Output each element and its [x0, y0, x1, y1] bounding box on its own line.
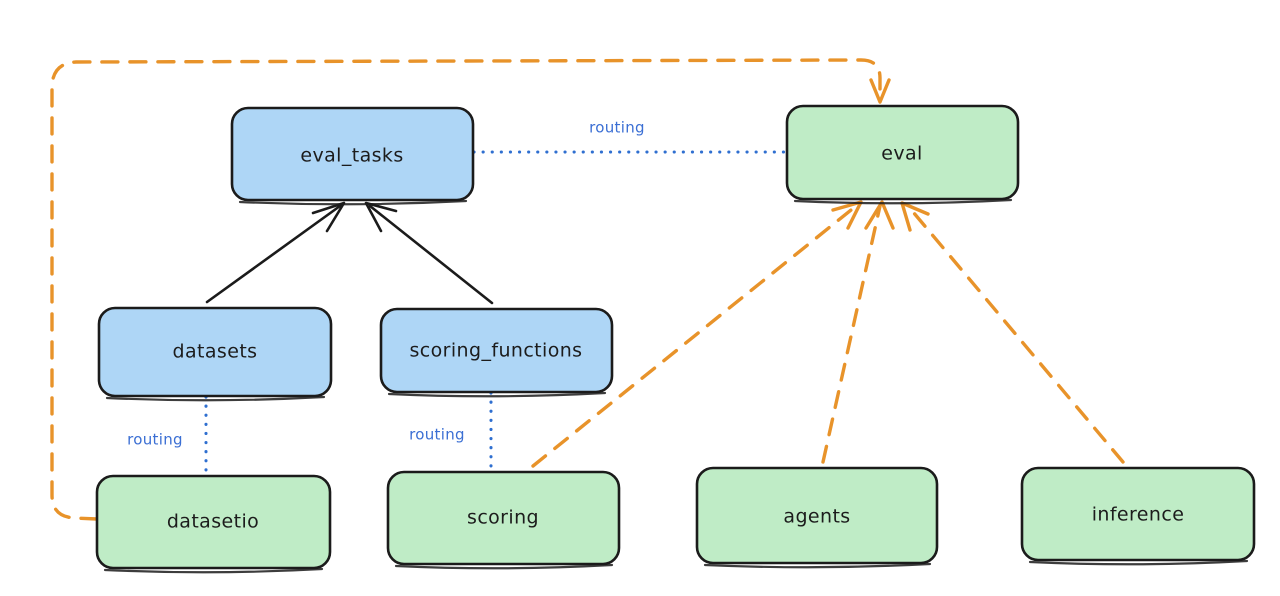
node-datasets[interactable]: datasets [97, 306, 333, 402]
node-datasetio[interactable]: datasetio [95, 474, 332, 574]
edge-eval-tasks-eval: routing [472, 119, 788, 154]
edge-datasets-eval-tasks [205, 201, 346, 304]
node-label-datasets: datasets [173, 341, 258, 363]
edge-inference-eval [900, 201, 1125, 464]
node-eval[interactable]: eval [785, 104, 1020, 205]
node-inference[interactable]: inference [1020, 466, 1256, 566]
node-label-scoring_functions: scoring_functions [410, 340, 583, 362]
node-label-inference: inference [1092, 504, 1185, 526]
node-label-eval_tasks: eval_tasks [300, 145, 403, 167]
node-label-eval: eval [881, 143, 922, 165]
edge-label-routing-eval: routing [589, 119, 645, 137]
node-scoring_functions[interactable]: scoring_functions [379, 307, 614, 398]
edge-label-routing-datasetio: routing [127, 431, 183, 449]
edge-datasetio-eval [50, 58, 891, 521]
edge-label-routing-scoring: routing [409, 426, 465, 444]
node-label-datasetio: datasetio [167, 511, 259, 533]
edge-scoring-functions-eval-tasks [364, 201, 494, 305]
node-label-scoring: scoring [467, 507, 539, 529]
node-scoring[interactable]: scoring [386, 470, 621, 570]
node-agents[interactable]: agents [695, 466, 939, 569]
edge-scoring-functions-scoring: routing [409, 391, 493, 474]
edge-agents-eval [821, 200, 895, 464]
node-label-agents: agents [783, 506, 850, 528]
node-eval_tasks[interactable]: eval_tasks [230, 106, 475, 206]
edge-datasets-datasetio: routing [127, 395, 208, 479]
